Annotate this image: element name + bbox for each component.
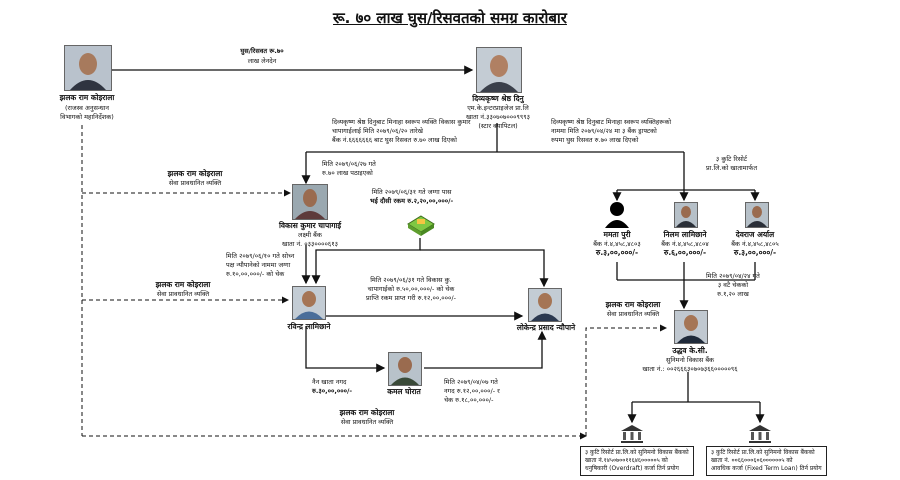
kamal-photo <box>388 352 422 386</box>
nilam-amount: रु.६,००,०००/- <box>663 248 707 257</box>
devraj-amount: रु.३,००,०००/- <box>733 248 777 257</box>
nilam-photo <box>674 202 698 228</box>
vikas-photo <box>292 184 328 220</box>
bank-building-icon <box>749 425 771 443</box>
dibya-capital: (स्टार क्यापिटल) <box>478 122 518 130</box>
mamata-name: ममता पुरी <box>603 230 631 239</box>
dibya-account: खाता नं.३३०७०७०००९९९३ <box>465 113 531 121</box>
note-date-vikas: मिति २०७९/०६/२७ गतेरु.७० लाख पठाइएको <box>322 160 376 177</box>
devraj-name: देवराज अर्याल <box>735 230 775 239</box>
jhalak-name: झलक राम कोइराला <box>59 93 115 102</box>
jhalak-label-4-sub: सेवा प्रावधानित व्यक्ति <box>606 310 660 318</box>
ravindra-name: रविन्द्र लामिछाने <box>287 322 331 331</box>
uddhav-account: खाता नं.: ००२६६६३०७०७३६६०००००९६ <box>642 365 738 373</box>
dibya-company: एम.के.इन्टरप्राइजेज प्रा.लि <box>467 104 529 112</box>
mamata-amount: रु.३,००,०००/- <box>595 248 639 257</box>
uddhav-bank: सुनिमनो विकास बैंक <box>665 356 715 364</box>
jhalak-label-1-sub: सेवा प्रावधानित व्यक्ति <box>168 179 222 187</box>
bank-box-fixed-loan: ३ कुटि रिसोर्ट प्रा.लि.को सुनिमनो विकास … <box>706 446 827 476</box>
note-three-cheque: मिति २०७९/०४/२४ गते३ वटै चेककोरु.१,२० ला… <box>706 272 760 298</box>
lokendra-photo <box>528 288 562 322</box>
jhalak-label-1: झलक राम कोइराला <box>167 169 223 178</box>
note-dibya-left: दिव्यकृष्ण श्रेष्ठ दिनुबाट मिनाहा स्वरूप… <box>332 118 471 144</box>
vikas-name: विकास कुमार चापागाई <box>278 221 342 230</box>
uddhav-photo <box>674 310 708 344</box>
jhalak-role: (राजस्व अनुसन्धान <box>65 104 109 112</box>
nilam-name: निलम लामिछाने <box>663 230 707 239</box>
note-ravindra-lokendra: मिति २०७९/०६/३१ गते विकास कु.चापागाईको र… <box>366 276 456 302</box>
dibya-photo <box>476 47 522 93</box>
uddhav-name: उद्धव के.सी. <box>672 346 708 355</box>
jhalak-photo <box>64 45 112 91</box>
bank-box-overdraft: ३ कुटि रिसोर्ट प्रा.लि.को सुनिमनो विकास … <box>580 446 694 476</box>
ravindra-photo <box>292 286 326 320</box>
bribe-link-label: घुस/रिसवत रू.७० <box>240 47 284 55</box>
page-title: रू. ७० लाख घुस/रिसवतको समग्र कारोबार <box>333 9 567 27</box>
land-icon <box>407 215 435 236</box>
female-silhouette-icon <box>605 202 629 228</box>
dibya-name: दिव्यकृष्ण श्रेष्ठ दिनु <box>472 94 524 103</box>
nilam-account: बैंक नं.४,४५८,४८०४ <box>661 240 709 248</box>
vikas-bank: लक्ष्मी बैंक <box>298 231 322 239</box>
jhalak-label-2: झलक राम कोइराला <box>155 280 211 289</box>
bank-building-icon <box>621 425 643 443</box>
lokendra-name: लोकेन्द्र प्रसाद न्यौपाने <box>516 323 576 332</box>
note-dibya-right: दिव्यकृष्ण श्रेष्ठ दिनुबाट मिनाहा स्वरूप… <box>551 118 672 144</box>
bribe-link-sublabel: लाख लेनदेन <box>247 57 277 65</box>
mamata-account: बैंक नं.४,४५८,४८०३ <box>593 240 641 248</box>
jhalak-label-3: झलक राम कोइराला <box>339 408 395 417</box>
jhalak-role2: विभागको महानिर्देशक) <box>60 113 114 121</box>
devraj-account: बैंक नं.४,४५८,४८०५ <box>731 240 779 248</box>
jhalak-label-4: झलक राम कोइराला <box>605 300 661 309</box>
jhalak-label-3-sub: सेवा प्रावधानित व्यक्ति <box>340 418 394 426</box>
jhalak-label-2-sub: सेवा प्रावधानित व्यक्ति <box>156 290 210 298</box>
kamal-name: कमल घोरात <box>387 387 421 396</box>
vikas-account: खाता नं. ०३३००००६१३ <box>282 240 338 248</box>
devraj-photo <box>745 202 769 228</box>
